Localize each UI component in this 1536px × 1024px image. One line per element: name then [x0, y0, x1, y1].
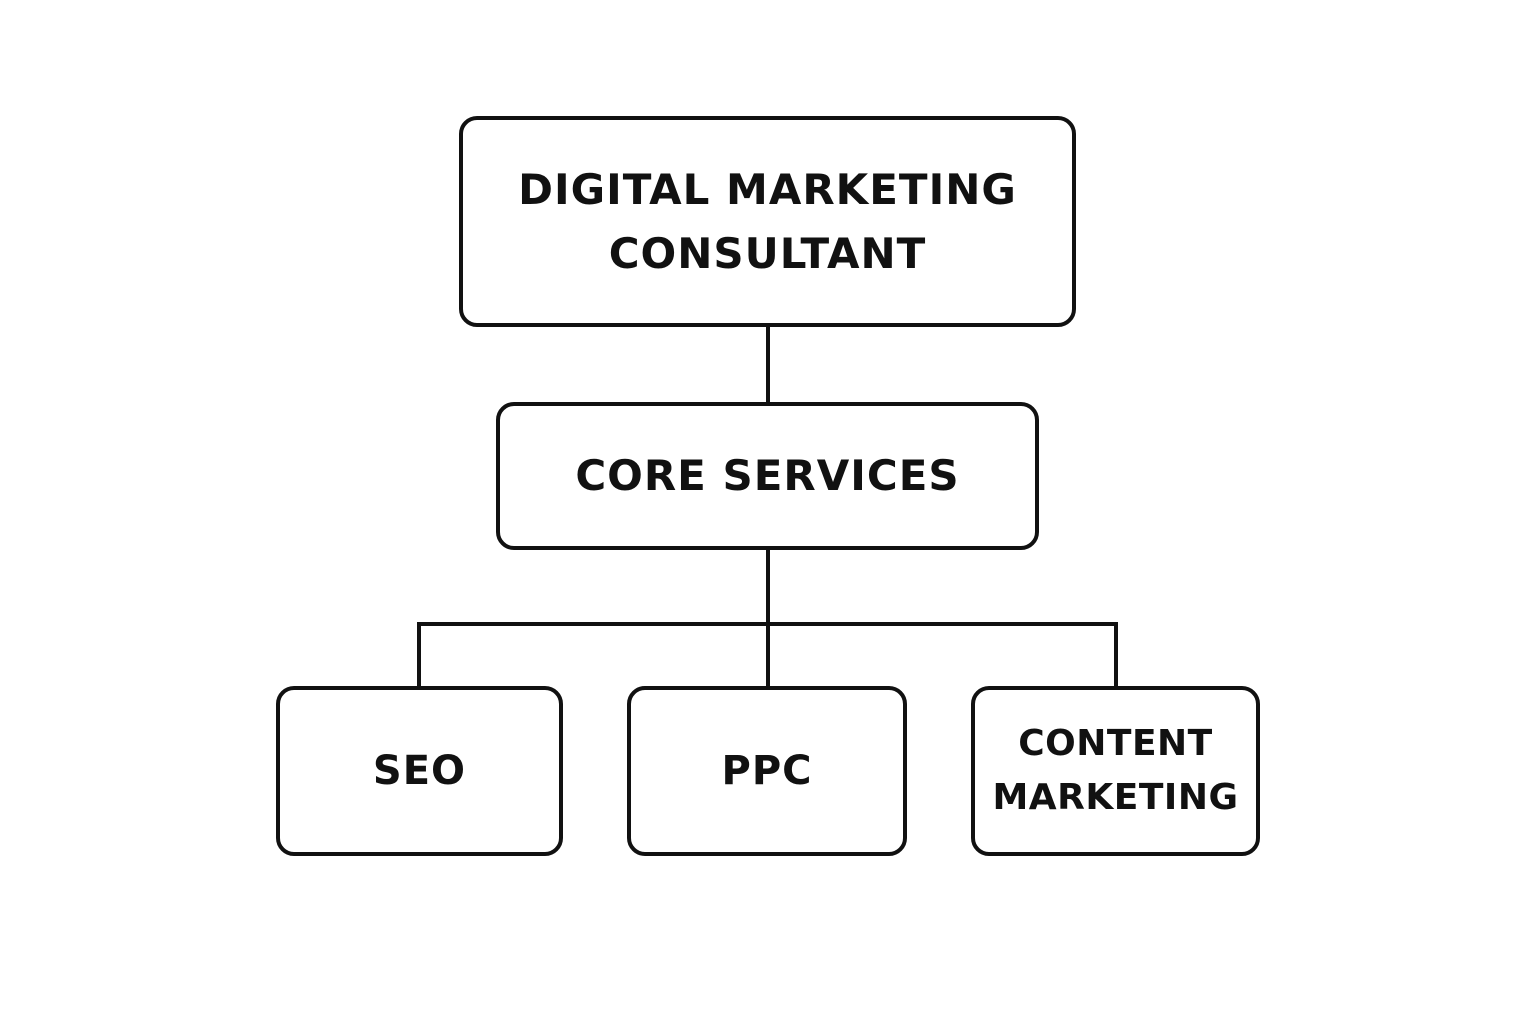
node-label: DIGITAL MARKETING CONSULTANT	[518, 158, 1017, 286]
node-seo: SEO	[276, 686, 563, 856]
node-label: PPC	[721, 747, 813, 794]
node-ppc: PPC	[627, 686, 907, 856]
node-label-line: MARKETING	[992, 777, 1239, 818]
node-label: CONTENT MARKETING	[992, 717, 1238, 825]
node-label-line: CONSULTANT	[608, 228, 927, 278]
node-core-services: CORE SERVICES	[496, 402, 1039, 550]
node-label: CORE SERVICES	[575, 451, 960, 501]
node-digital-marketing-consultant: DIGITAL MARKETING CONSULTANT	[459, 116, 1076, 327]
node-content-marketing: CONTENT MARKETING	[971, 686, 1260, 856]
node-label-line: CONTENT	[1018, 723, 1213, 764]
node-label-line: DIGITAL MARKETING	[518, 164, 1017, 214]
node-label: SEO	[372, 747, 467, 794]
